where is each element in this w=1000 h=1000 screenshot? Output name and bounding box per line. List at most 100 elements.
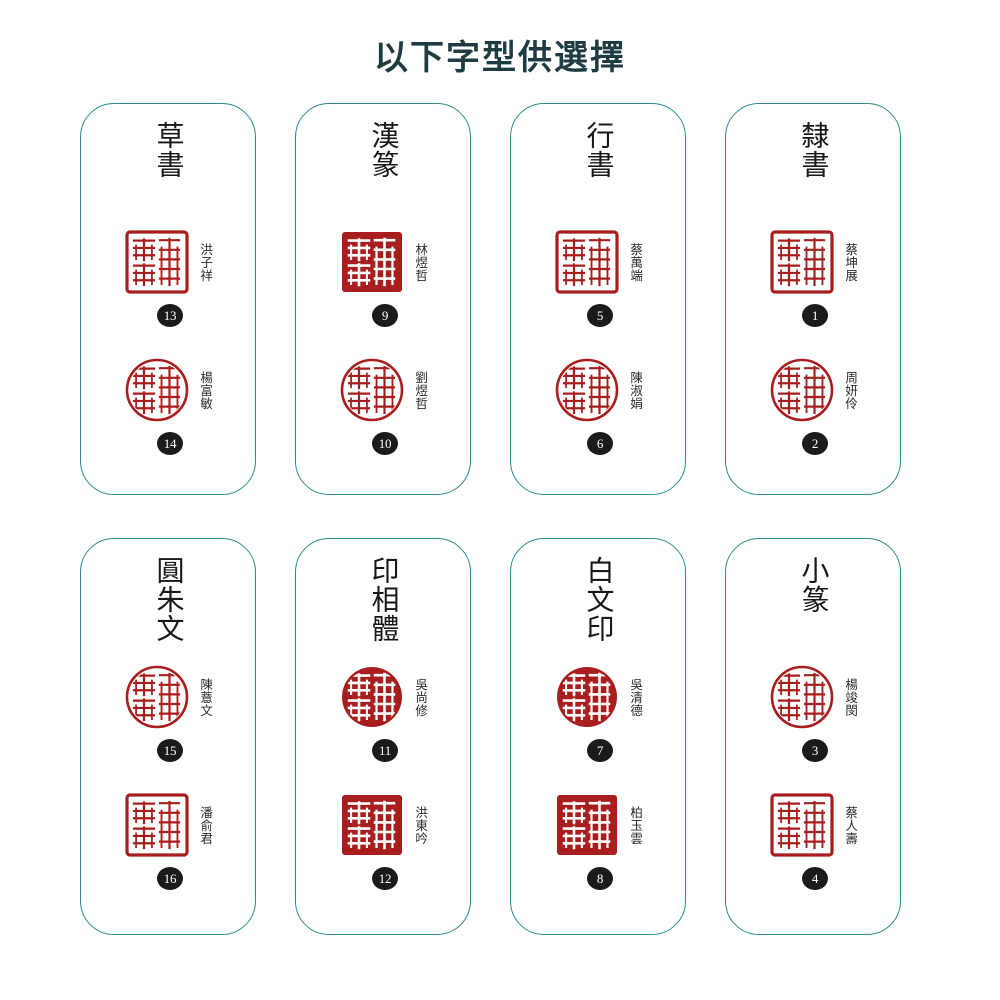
style-card[interactable]: 小篆楊竣閔 3 蔡人壽 4 xyxy=(725,538,901,935)
seal-number-badge: 6 xyxy=(587,432,613,455)
style-card-title: 白文印 xyxy=(582,556,614,643)
seal-owner-name: 劉煜哲 xyxy=(413,370,428,410)
seal-entry[interactable]: 吳尚修 11 xyxy=(296,664,470,762)
seal-row: 柏玉雲 xyxy=(511,792,685,858)
seal-row: 楊富敏 xyxy=(81,357,255,423)
seal-number-badge: 10 xyxy=(372,432,398,455)
seal-entry[interactable]: 陳薏文 15 xyxy=(81,664,255,762)
seal-list: 林煜哲 9 劉煜哲 10 xyxy=(296,229,470,494)
seal-stamp-square-icon xyxy=(124,792,190,858)
style-card-title: 圓朱文 xyxy=(152,556,184,643)
seal-owner-name: 柏玉雲 xyxy=(628,805,643,845)
seal-entry[interactable]: 陳淑娟 6 xyxy=(511,357,685,455)
seal-row: 蔡萬端 xyxy=(511,229,685,295)
seal-number-badge: 2 xyxy=(802,432,828,455)
seal-stamp-square-icon xyxy=(769,229,835,295)
seal-number-badge: 8 xyxy=(587,867,613,890)
style-card-title: 草書 xyxy=(152,121,184,179)
seal-owner-name: 陳薏文 xyxy=(198,677,213,717)
style-card-grid: 草書洪子祥 13 楊富敏 14 漢篆林煜哲 9 劉煜哲 10 行書蔡萬端 5 陳淑娟 6 隸書蔡坤展 1 周… xyxy=(80,103,901,936)
seal-number-badge: 16 xyxy=(157,867,183,890)
seal-stamp-circle-icon xyxy=(339,357,405,423)
seal-owner-name: 蔡人壽 xyxy=(843,805,858,845)
seal-list: 吳清德 7 柏玉雲 8 xyxy=(511,664,685,934)
seal-owner-name: 蔡坤展 xyxy=(843,242,858,282)
seal-list: 陳薏文 15 潘俞君 16 xyxy=(81,664,255,934)
seal-number-badge: 13 xyxy=(157,304,183,327)
seal-row: 洪東吟 xyxy=(296,792,470,858)
seal-entry[interactable]: 楊竣閔 3 xyxy=(726,664,900,762)
style-card[interactable]: 圓朱文陳薏文 15 潘俞君 16 xyxy=(80,538,256,935)
style-card[interactable]: 草書洪子祥 13 楊富敏 14 xyxy=(80,103,256,495)
seal-list: 蔡萬端 5 陳淑娟 6 xyxy=(511,229,685,494)
seal-stamp-square-icon xyxy=(339,792,405,858)
style-card[interactable]: 漢篆林煜哲 9 劉煜哲 10 xyxy=(295,103,471,495)
seal-stamp-square-icon xyxy=(554,229,620,295)
seal-entry[interactable]: 柏玉雲 8 xyxy=(511,792,685,890)
seal-list: 蔡坤展 1 周妍伶 2 xyxy=(726,229,900,494)
style-card-title: 漢篆 xyxy=(367,121,399,179)
seal-stamp-square-icon xyxy=(124,229,190,295)
seal-stamp-circle-icon xyxy=(554,357,620,423)
seal-number-badge: 3 xyxy=(802,739,828,762)
style-card-title: 小篆 xyxy=(797,556,829,614)
style-card-title: 行書 xyxy=(582,121,614,179)
seal-number-badge: 9 xyxy=(372,304,398,327)
style-card[interactable]: 隸書蔡坤展 1 周妍伶 2 xyxy=(725,103,901,495)
seal-stamp-circle-icon xyxy=(769,664,835,730)
seal-row: 陳薏文 xyxy=(81,664,255,730)
seal-owner-name: 蔡萬端 xyxy=(628,242,643,282)
seal-list: 洪子祥 13 楊富敏 14 xyxy=(81,229,255,494)
seal-stamp-circle-icon xyxy=(124,357,190,423)
seal-entry[interactable]: 林煜哲 9 xyxy=(296,229,470,327)
seal-number-badge: 14 xyxy=(157,432,183,455)
seal-number-badge: 5 xyxy=(587,304,613,327)
seal-row: 楊竣閔 xyxy=(726,664,900,730)
seal-row: 吳清德 xyxy=(511,664,685,730)
seal-number-badge: 7 xyxy=(587,739,613,762)
seal-stamp-square-icon xyxy=(339,229,405,295)
seal-entry[interactable]: 周妍伶 2 xyxy=(726,357,900,455)
seal-owner-name: 潘俞君 xyxy=(198,805,213,845)
seal-entry[interactable]: 劉煜哲 10 xyxy=(296,357,470,455)
seal-stamp-square-icon xyxy=(769,792,835,858)
seal-row: 陳淑娟 xyxy=(511,357,685,423)
seal-number-badge: 4 xyxy=(802,867,828,890)
seal-row: 周妍伶 xyxy=(726,357,900,423)
seal-row: 劉煜哲 xyxy=(296,357,470,423)
seal-owner-name: 洪子祥 xyxy=(198,242,213,282)
style-card[interactable]: 白文印吳清德 7 柏玉雲 8 xyxy=(510,538,686,935)
seal-stamp-circle-icon xyxy=(339,664,405,730)
seal-entry[interactable]: 洪子祥 13 xyxy=(81,229,255,327)
style-card-title: 印相體 xyxy=(367,556,399,643)
seal-entry[interactable]: 蔡萬端 5 xyxy=(511,229,685,327)
seal-owner-name: 洪東吟 xyxy=(413,805,428,845)
seal-number-badge: 1 xyxy=(802,304,828,327)
seal-row: 潘俞君 xyxy=(81,792,255,858)
seal-entry[interactable]: 吳清德 7 xyxy=(511,664,685,762)
seal-entry[interactable]: 蔡坤展 1 xyxy=(726,229,900,327)
seal-row: 吳尚修 xyxy=(296,664,470,730)
seal-stamp-square-icon xyxy=(554,792,620,858)
seal-entry[interactable]: 楊富敏 14 xyxy=(81,357,255,455)
seal-owner-name: 林煜哲 xyxy=(413,242,428,282)
page-title: 以下字型供選擇 xyxy=(374,39,626,77)
style-card[interactable]: 行書蔡萬端 5 陳淑娟 6 xyxy=(510,103,686,495)
seal-entry[interactable]: 蔡人壽 4 xyxy=(726,792,900,890)
seal-number-badge: 11 xyxy=(372,739,398,762)
seal-owner-name: 吳尚修 xyxy=(413,677,428,717)
seal-stamp-circle-icon xyxy=(554,664,620,730)
seal-owner-name: 吳清德 xyxy=(628,677,643,717)
seal-row: 林煜哲 xyxy=(296,229,470,295)
seal-stamp-circle-icon xyxy=(124,664,190,730)
seal-entry[interactable]: 潘俞君 16 xyxy=(81,792,255,890)
seal-owner-name: 楊富敏 xyxy=(198,370,213,410)
style-card-title: 隸書 xyxy=(797,121,829,179)
seal-owner-name: 陳淑娟 xyxy=(628,370,643,410)
seal-number-badge: 15 xyxy=(157,739,183,762)
seal-row: 蔡人壽 xyxy=(726,792,900,858)
seal-owner-name: 周妍伶 xyxy=(843,370,858,410)
